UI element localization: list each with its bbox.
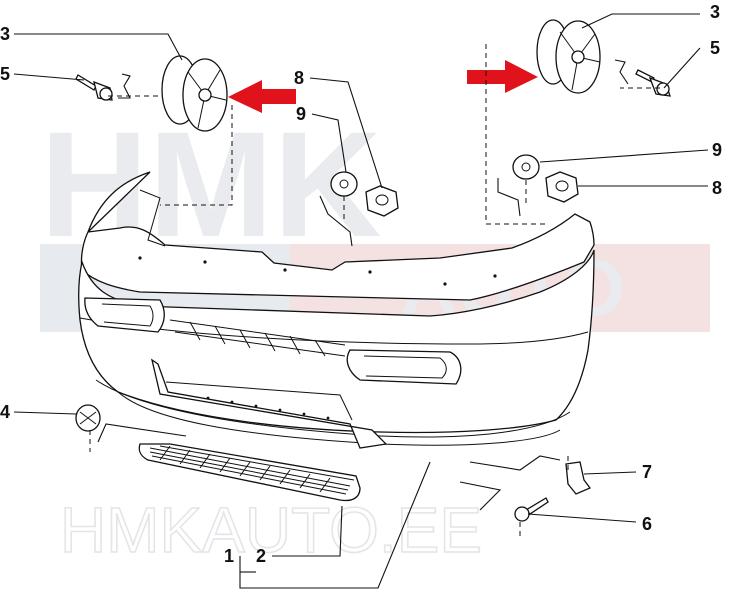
callout-5-right: 5 xyxy=(710,38,720,58)
leader-lines xyxy=(13,13,709,589)
alignment-lines xyxy=(89,44,660,540)
callout-6: 6 xyxy=(642,514,652,534)
callout-labels: 3 5 3 5 8 9 9 8 4 7 6 1 2 xyxy=(0,2,722,566)
screw xyxy=(514,497,549,522)
callout-3-right: 3 xyxy=(710,2,720,22)
callout-5-left: 5 xyxy=(0,64,10,84)
arrow-left-icon xyxy=(228,80,296,113)
arrow-right-icon xyxy=(467,60,538,93)
callout-2: 2 xyxy=(256,546,266,566)
clip-nut xyxy=(565,461,592,495)
spacer-left xyxy=(161,55,228,132)
spacer-right xyxy=(536,19,601,94)
nut-left xyxy=(365,185,399,217)
callout-8-right: 8 xyxy=(712,178,722,198)
lower-grille xyxy=(138,443,361,502)
bolt-left xyxy=(75,74,113,101)
break-markers xyxy=(97,59,629,511)
washer-right xyxy=(512,154,540,180)
callout-8-left: 8 xyxy=(294,68,304,88)
clip-left xyxy=(75,404,101,432)
watermark-url: HMKAUTO.EE xyxy=(60,494,482,566)
callout-9-right: 9 xyxy=(712,140,722,160)
callout-3-left: 3 xyxy=(0,24,10,44)
washer-left xyxy=(330,171,358,197)
callout-7: 7 xyxy=(642,462,652,482)
bumper-cover xyxy=(78,171,595,449)
callout-9-left: 9 xyxy=(296,104,306,124)
callout-4: 4 xyxy=(0,402,10,422)
nut-right xyxy=(545,171,579,203)
indicator-arrows xyxy=(228,60,538,113)
bolt-right xyxy=(635,69,671,97)
callout-1: 1 xyxy=(224,546,234,566)
